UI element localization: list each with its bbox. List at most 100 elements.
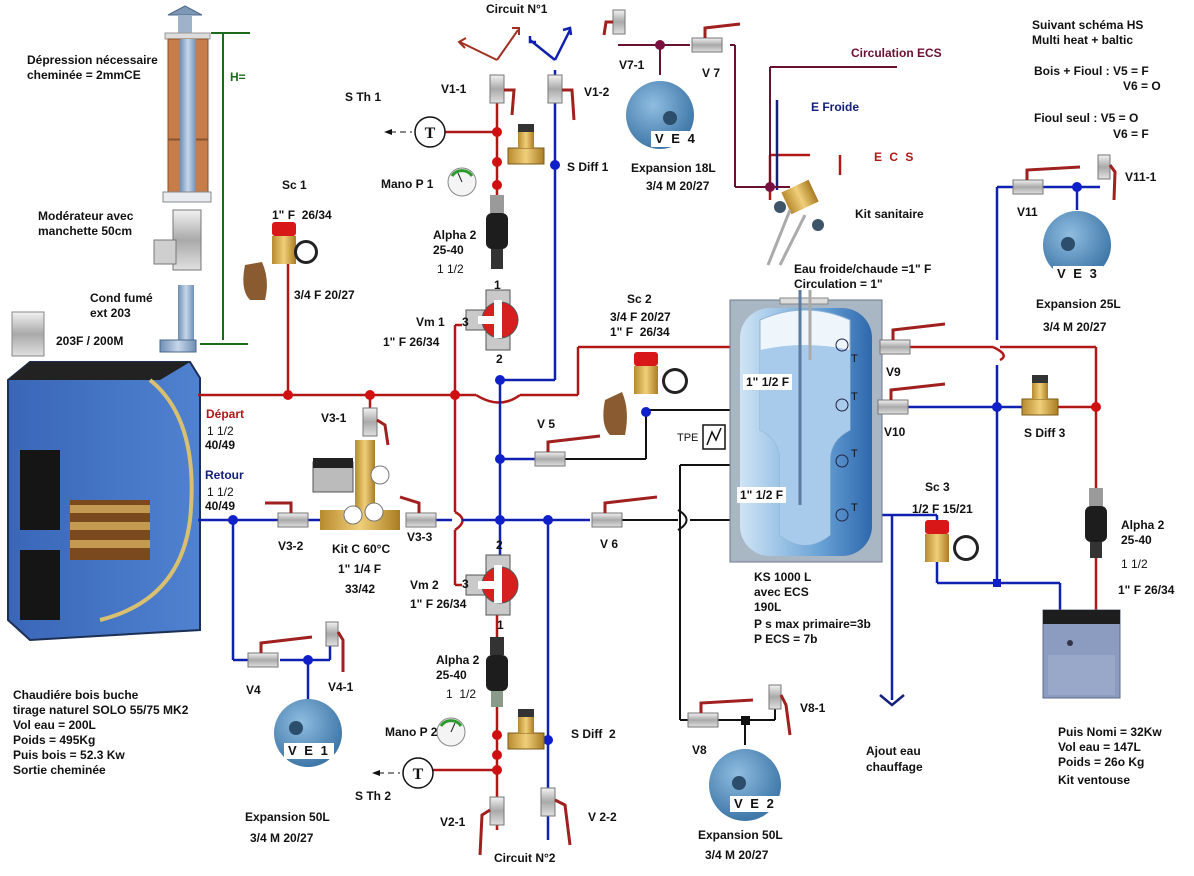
- vm1-name: Vm 1: [416, 315, 445, 329]
- tpe-sensor: [702, 424, 726, 450]
- reference-note-2: Multi heat + baltic: [1032, 33, 1134, 47]
- v10-label: V10: [884, 425, 906, 439]
- tank-spec: P s max primaire=3b: [754, 617, 871, 631]
- pump3-thread: 1" F 26/34: [1118, 583, 1175, 597]
- wood-boiler-spec: Poids = 495Kg: [13, 733, 96, 747]
- sdiff1-label: S Diff 1: [567, 160, 609, 174]
- wood-boiler-spec: Puis bois = 52.3 Kw: [13, 748, 125, 762]
- wood-boiler-specs: Chaudiére bois buche tirage naturel SOLO…: [13, 688, 188, 778]
- thermostat-sth1: T: [384, 116, 446, 148]
- retour-size: 1 1/2: [207, 485, 234, 499]
- ball-valve-v10: [877, 382, 946, 415]
- wood-boiler-spec: Sortie cheminée: [13, 763, 106, 777]
- pump-alpha2-circuit1: [486, 195, 508, 269]
- pump-alpha2-oil: [1085, 488, 1107, 558]
- ecs-label: E C S: [874, 150, 916, 164]
- diff-valve-sdiff2: [507, 709, 545, 750]
- sanitary-note-1: Eau froide/chaude =1" F: [794, 262, 932, 276]
- pressure-gauge-p1: [447, 167, 477, 197]
- ball-valve-v1-2: [547, 74, 576, 121]
- ve3-tag: V E 3: [1053, 266, 1103, 282]
- pump3-name: Alpha 2: [1121, 518, 1165, 532]
- vm2-port2: 2: [496, 538, 503, 552]
- mano-p2-label: Mano P 2: [385, 725, 438, 739]
- ve3-thread: 3/4 M 20/27: [1043, 320, 1107, 334]
- buffer-tank-ks1000: [729, 290, 883, 563]
- v6-label: V 6: [600, 537, 619, 551]
- ball-valve-v11-1: [1097, 154, 1117, 201]
- ball-valve-v2-1: [478, 796, 505, 856]
- sanitary-pipes: [618, 44, 897, 188]
- ve4-capacity: Expansion 18L: [631, 161, 716, 175]
- kit-c-name: Kit C 60°C: [332, 542, 391, 556]
- ball-valves: [247, 9, 1117, 856]
- ve4-thread: 3/4 M 20/27: [646, 179, 710, 193]
- wood-boiler-spec: Chaudiére bois buche: [13, 688, 139, 702]
- tank-sensor-2: T: [851, 391, 858, 403]
- chimney-height-label: H=: [230, 70, 246, 84]
- tank-port-top: 1" 1/2 F: [743, 374, 793, 390]
- junction-ve2: [741, 716, 750, 725]
- v8-1-label: V8-1: [800, 701, 826, 715]
- sc2-size-2: 1" F 26/34: [610, 325, 670, 339]
- ball-valve-v4: [247, 635, 313, 668]
- chimney-depression-label: Dépression nécessaire: [27, 53, 158, 67]
- ball-valve-v7-1: [602, 9, 626, 36]
- sc2-size-1: 3/4 F 20/27: [610, 310, 671, 324]
- pump1-model: 25-40: [433, 243, 464, 257]
- sc1-bottom-size: 3/4 F 20/27: [294, 288, 355, 302]
- ball-valve-v4-1: [325, 621, 345, 672]
- v7-label: V 7: [702, 66, 721, 80]
- svg-text:T: T: [425, 125, 436, 142]
- circulation-ecs-label: Circulation ECS: [851, 46, 942, 60]
- v3-3-label: V3-3: [407, 530, 433, 544]
- kit-c-thread: 33/42: [345, 582, 376, 596]
- depart-size: 1 1/2: [207, 424, 234, 438]
- ve2-capacity: Expansion 50L: [698, 828, 783, 842]
- ball-valve-v3-2: [265, 501, 309, 528]
- vm1-port1: 1: [494, 278, 501, 292]
- oil-boiler-specs: Puis Nomi = 32Kw Vol eau = 147L Poids = …: [1058, 725, 1162, 788]
- tank-spec: 190L: [754, 600, 782, 614]
- tank-specs: KS 1000 L avec ECS 190L P s max primaire…: [754, 570, 871, 647]
- mode-oil-only: Fioul seul : V5 = O: [1034, 111, 1139, 125]
- mode-wood-oil-v6: V6 = O: [1123, 79, 1161, 93]
- fill-label-2: chauffage: [866, 760, 923, 774]
- flue-label-2: ext 203: [90, 306, 131, 320]
- circuit1-supply-arrows: [457, 27, 520, 61]
- diff-valve-sdiff1: [507, 124, 545, 165]
- ball-valve-v2-2: [540, 787, 572, 846]
- ball-valve-v5: [534, 434, 601, 467]
- junctions-return: [228, 160, 1082, 745]
- depart-label: Départ: [206, 407, 245, 421]
- kit-c-60: [312, 440, 400, 530]
- ball-valve-v3-1: [362, 407, 390, 446]
- circuit2-title: Circuit N°2: [494, 851, 556, 865]
- ve2-tag: V E 2: [730, 796, 780, 812]
- sth2-label: S Th 2: [355, 789, 392, 803]
- sth1-label: S Th 1: [345, 90, 382, 104]
- flue-adapter-label: 203F / 200M: [56, 334, 124, 348]
- moderator-label-1: Modérateur avec: [38, 209, 134, 223]
- ve1-thread: 3/4 M 20/27: [250, 831, 314, 845]
- sc3-size: 1/2 F 15/21: [912, 502, 973, 516]
- vm2-size: 1" F 26/34: [410, 597, 467, 611]
- mode-oil-only-v6: V6 = F: [1113, 127, 1149, 141]
- ball-valve-v9: [879, 322, 946, 355]
- sanitary-kit: [766, 179, 824, 266]
- retour-thread: 40/49: [205, 499, 236, 513]
- chimney-depression-value: cheminée = 2mmCE: [27, 68, 141, 82]
- vm1-size: 1" F 26/34: [383, 335, 440, 349]
- v2-2-label: V 2-2: [588, 810, 617, 824]
- reference-note-1: Suivant schéma HS: [1032, 18, 1144, 32]
- v1-1-label: V1-1: [441, 82, 467, 96]
- safety-group-sc3: [925, 520, 979, 562]
- wood-boiler-spec: tirage naturel SOLO 55/75 MK2: [13, 703, 189, 717]
- tank-spec: P ECS = 7b: [754, 632, 818, 646]
- sdiff2-label: S Diff 2: [571, 727, 616, 741]
- pump2-size: 1 1/2: [446, 687, 477, 701]
- tank-sensor-1: T: [851, 353, 858, 365]
- v5-label: V 5: [537, 417, 556, 431]
- pump3-model: 25-40: [1121, 533, 1152, 547]
- v2-1-label: V2-1: [440, 815, 466, 829]
